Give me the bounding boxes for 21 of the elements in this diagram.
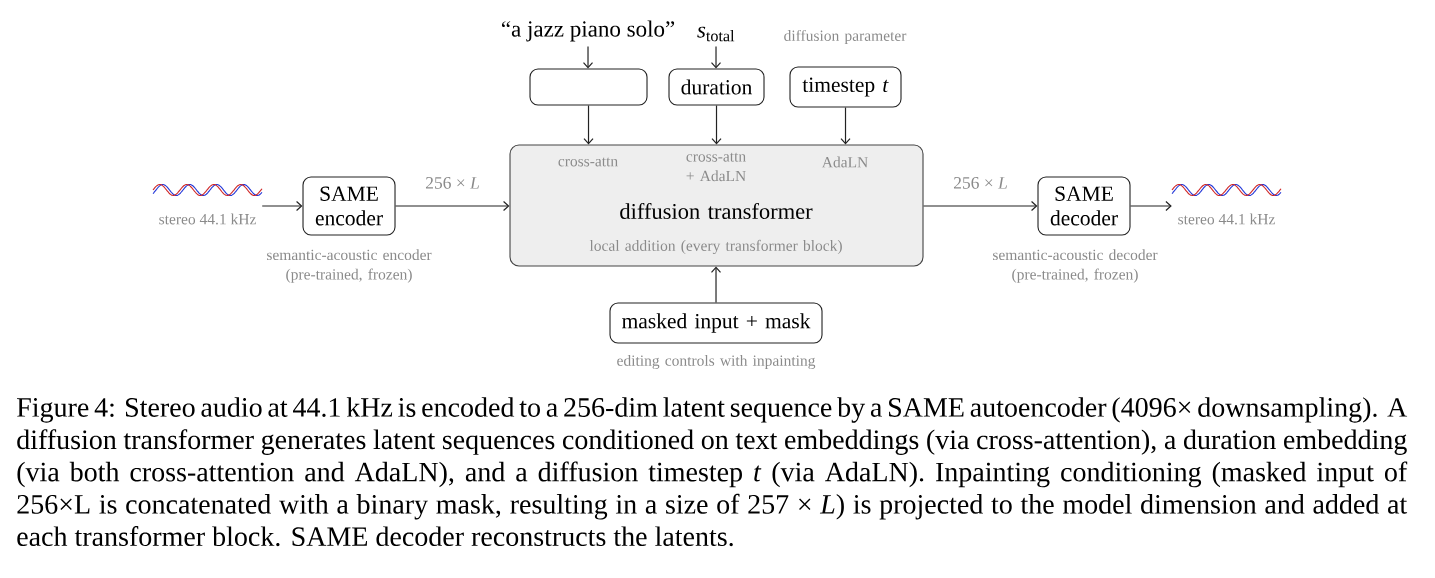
port-label: AdaLN — [821, 156, 868, 168]
port-label: cross-attn — [558, 157, 618, 167]
process-box: timestep t — [789, 66, 902, 108]
port-label: cross-attn + AdaLN — [686, 152, 746, 182]
annotation-text: stereo 44.1 kHz — [159, 213, 256, 225]
process-box: SAME decoder — [1037, 176, 1131, 236]
edge-label: 256 × L — [952, 176, 1009, 190]
annotation-text: semantic-acoustic decoder (pre-trained, frozen) — [993, 249, 1158, 283]
annotation-text: diffusion parameter — [784, 29, 907, 45]
edge-label: 256 × L — [424, 176, 481, 190]
process-box: duration — [668, 68, 765, 106]
process-box: masked input + mask — [609, 302, 823, 344]
annotation-text: semantic-acoustic encoder (pre-trained, frozen) — [267, 249, 432, 283]
annotation-text: stereo 44.1 kHz — [1178, 213, 1275, 225]
process-box: SAME encoder — [302, 176, 396, 236]
input-text: “a jazz piano solo” — [501, 20, 675, 42]
annotation-text: editing controls with inpainting — [617, 354, 816, 370]
process-box — [529, 68, 648, 106]
port-label: local addition (every transformer block) — [589, 239, 842, 255]
input-text: s$_{total}$ — [697, 26, 735, 42]
caption: Figure 4: Stereo audio at 44.1 kHz is encoded to a 256-dim latent sequence by a SAME autoencoder (4096× downsampling). A diffusion transformer generates latent sequences conditioned on text embeddings (via cross-attention), a duration embedding (via both cross-attention and AdaLN), and a diffusion timestep t (via AdaLN). Inpainting conditioning (masked input of 256×L is concatenated with a binary mask, resulting in a size of 257 ×L) is projected to the model dimension and added at each transformer block. SAME decoder reconstructs the latents. — [17, 397, 1408, 547]
